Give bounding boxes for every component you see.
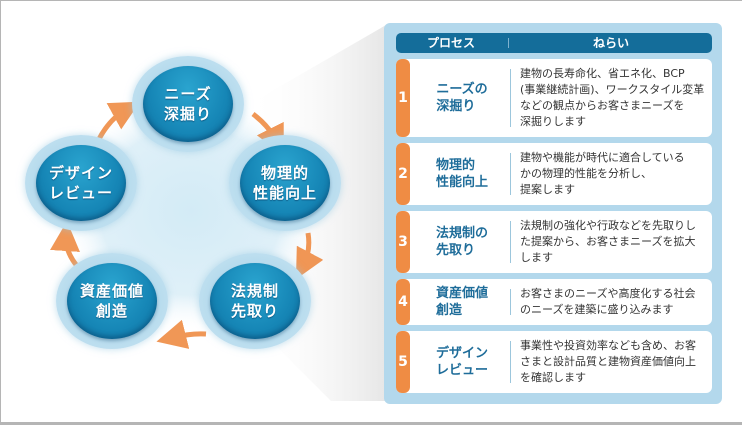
row-number: 4 (396, 279, 410, 325)
arrow-3-to-4 (156, 319, 207, 349)
process-cycle: ニーズ 深掘り 物理的 性能向上 法規制 先取り 資産価値 創造 デザイン レビ… (1, 1, 381, 424)
row-number: 1 (396, 59, 410, 137)
row-divider (510, 341, 511, 383)
cycle-node-label: 法規制 先取り (230, 282, 279, 320)
header-aim: ねらい (592, 36, 629, 50)
table-row: 1 ニーズの 深掘り 建物の長寿命化、省エネ化、BCP (事業継続計画)、ワーク… (396, 59, 712, 137)
cycle-node-2: 物理的 性能向上 (229, 135, 341, 231)
arrow-5-to-1 (95, 101, 141, 143)
cycle-node-label: 資産価値 創造 (79, 282, 144, 320)
row-divider (510, 69, 511, 127)
row-aim: 事業性や投資効率なども含め、お客 さまと設計品質と建物資産価値向上 を確認します (520, 339, 696, 384)
row-aim: 建物や機能が時代に適合している かの物理的性能を分析し、 提案します (520, 151, 685, 196)
row-divider (510, 221, 511, 263)
table-row: 2 物理的 性能向上 建物や機能が時代に適合している かの物理的性能を分析し、 … (396, 143, 712, 205)
row-number: 5 (396, 331, 410, 393)
table-row: 4 資産価値 創造 お客さまのニーズや高度化する社会 のニーズを建築に盛り込みま… (396, 279, 712, 325)
row-number: 2 (396, 143, 410, 205)
row-aim: お客さまのニーズや高度化する社会 のニーズを建築に盛り込みます (520, 287, 696, 316)
frame-bottom-border (1, 422, 742, 424)
arrow-2-to-3 (295, 232, 324, 280)
cycle-node-4: 資産価値 創造 (56, 253, 168, 349)
row-process: 法規制の 先取り (435, 226, 488, 258)
table-header: プロセス ねらい (396, 33, 712, 53)
row-process: 資産価値 創造 (435, 286, 488, 318)
process-table: プロセス ねらい 1 ニーズの 深掘り 建物の長寿命化、省エネ化、BCP (事業… (384, 23, 722, 404)
arrow-4-to-5 (50, 221, 80, 268)
cycle-node-1: ニーズ 深掘り (132, 56, 244, 152)
cycle-node-3: 法規制 先取り (199, 253, 311, 349)
row-number: 3 (396, 211, 410, 273)
row-aim: 法規制の強化や行政などを先取りし た提案から、お客さまニーズを拡大 します (520, 219, 696, 264)
cycle-node-label: デザイン レビュー (48, 164, 113, 202)
row-divider (510, 289, 511, 315)
row-aim: 建物の長寿命化、省エネ化、BCP (事業継続計画)、ワークスタイル変革 などの観… (520, 67, 705, 128)
table-row: 5 デザイン レビュー 事業性や投資効率なども含め、お客 さまと設計品質と建物資… (396, 331, 712, 393)
header-process: プロセス (426, 36, 475, 50)
row-process: ニーズの 深掘り (436, 82, 488, 114)
table-row: 3 法規制の 先取り 法規制の強化や行政などを先取りし た提案から、お客さまニー… (396, 211, 712, 273)
row-divider (510, 153, 511, 195)
row-process: 物理的 性能向上 (435, 158, 488, 190)
cycle-node-label: 物理的 性能向上 (252, 164, 317, 202)
header-divider (508, 38, 509, 48)
row-process: デザイン レビュー (435, 346, 488, 378)
cycle-node-label: ニーズ 深掘り (163, 85, 212, 123)
cycle-node-5: デザイン レビュー (25, 135, 137, 231)
